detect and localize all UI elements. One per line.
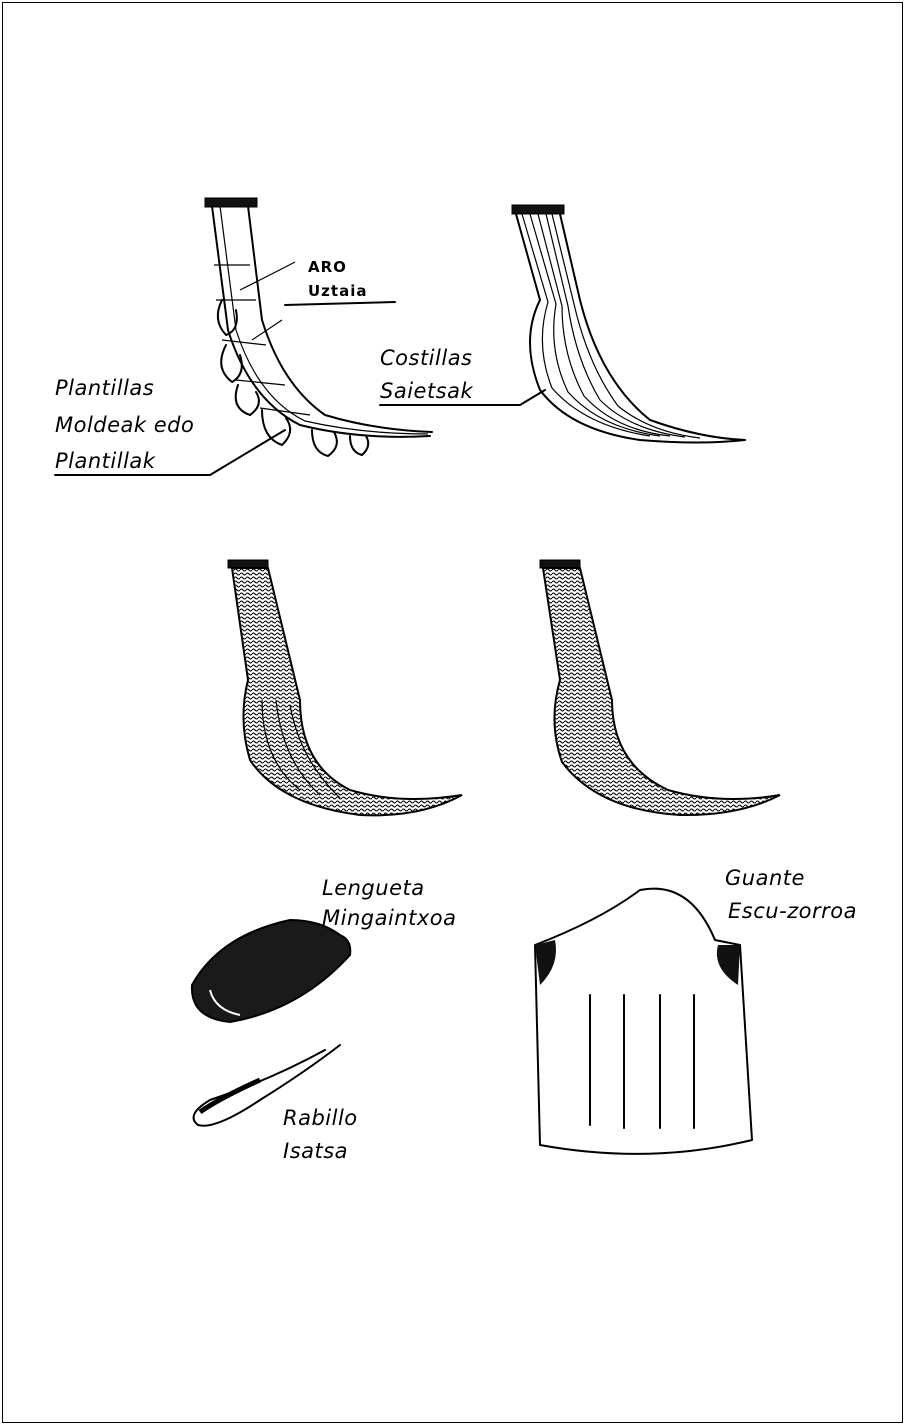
lengueta-drawing <box>192 920 350 1022</box>
label-lengueta: Lengueta <box>322 876 425 900</box>
label-mingaintxoa: Mingaintxoa <box>322 906 456 930</box>
label-costillas: Costillas <box>380 346 473 370</box>
guante-drawing <box>535 889 752 1154</box>
label-plantillas: Plantillas <box>55 376 154 400</box>
label-guante: Guante <box>725 866 805 890</box>
label-plantillak: Plantillak <box>55 449 156 473</box>
ribs-top-bar <box>512 205 564 214</box>
label-isatsa: Isatsa <box>283 1139 348 1163</box>
label-rabillo: Rabillo <box>283 1106 358 1130</box>
cesta-partial-weave-drawing <box>228 560 462 815</box>
label-saietsak: Saietsak <box>380 379 473 403</box>
cesta-full-weave-drawing <box>540 560 780 815</box>
label-moldeak-edo: Moldeak edo <box>55 413 194 437</box>
label-aro: ARO <box>308 258 347 276</box>
label-uztaia: Uztaia <box>308 282 367 300</box>
cesta-ribs-drawing <box>380 205 745 443</box>
label-escu-zorroa: Escu-zorroa <box>728 899 857 923</box>
